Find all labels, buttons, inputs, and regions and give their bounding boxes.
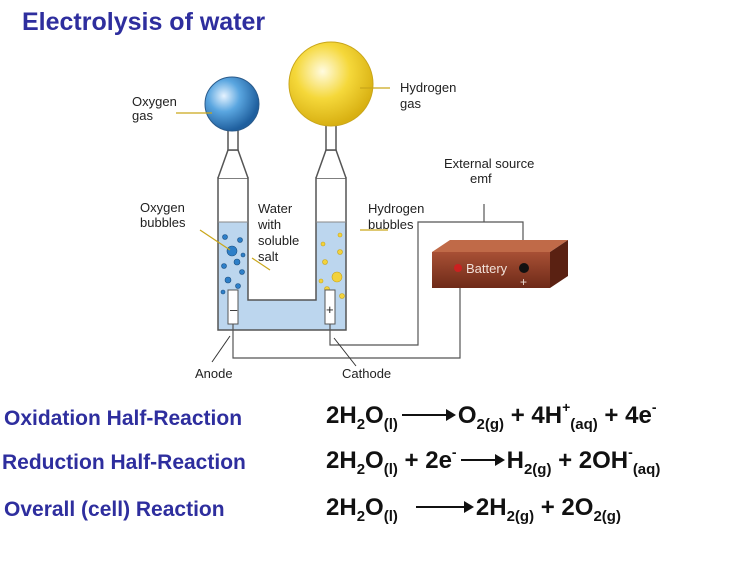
anode-label: Anode: [195, 366, 233, 381]
reaction-arrow: [460, 453, 505, 466]
overall-equation: 2H2O(l)2H2(g) + 2O2(g): [326, 494, 621, 525]
leader-lines: [176, 87, 390, 271]
electrolysis-diagram: – + Battery + Oxygen gas Hydrogen gas Ex…: [132, 41, 568, 381]
oxygen-gas-label-line1: Oxygen: [132, 94, 177, 109]
overall-reaction-name: Overall (cell) Reaction: [4, 498, 225, 521]
reduction-equation: 2H2O(l) + 2e-H2(g) + 2OH-(aq): [326, 444, 661, 478]
water-label-line2: with: [257, 217, 281, 232]
battery-plus-sign: +: [520, 275, 527, 289]
hydrogen-gas-balloon: [288, 41, 374, 127]
reduction-reaction-name: Reduction Half-Reaction: [2, 451, 246, 474]
oxygen-gas-label-line2: gas: [132, 108, 153, 123]
oxygen-bubbles-label-line2: bubbles: [140, 215, 186, 230]
anode-sign: –: [230, 302, 238, 317]
hydrogen-gas-label-line1: Hydrogen: [400, 80, 456, 95]
water-label-line1: Water: [258, 201, 293, 216]
battery-label: Battery: [466, 261, 508, 276]
oxygen-bubbles-label-line1: Oxygen: [140, 200, 185, 215]
oxidation-reaction-name: Oxidation Half-Reaction: [4, 407, 243, 430]
oxygen-bubbles: [220, 234, 246, 299]
external-source-label-line2: emf: [470, 171, 492, 186]
circuit-wires: [232, 204, 524, 359]
water-label-line4: salt: [258, 249, 279, 264]
battery: Battery +: [432, 240, 568, 289]
tube-necks: [217, 111, 347, 179]
positive-terminal: [519, 263, 529, 273]
oxygen-gas-balloon: [204, 76, 260, 132]
electrode-pointers: [211, 335, 357, 367]
water-label-line3: soluble: [258, 233, 299, 248]
hydrogen-gas-label-line2: gas: [400, 96, 421, 111]
page-title: Electrolysis of water: [22, 8, 266, 36]
reaction-arrow: [401, 408, 456, 421]
hydrogen-bubbles-label-line1: Hydrogen: [368, 201, 424, 216]
external-source-label-line1: External source: [444, 156, 534, 171]
reaction-arrow: [415, 500, 474, 513]
oxidation-equation: 2H2O(l)O2(g) + 4H+(aq) + 4e-: [326, 399, 657, 433]
hydrogen-bubbles-label-line2: bubbles: [368, 217, 414, 232]
negative-terminal: [454, 264, 462, 272]
cathode-label: Cathode: [342, 366, 391, 381]
cathode-sign: +: [326, 302, 334, 317]
